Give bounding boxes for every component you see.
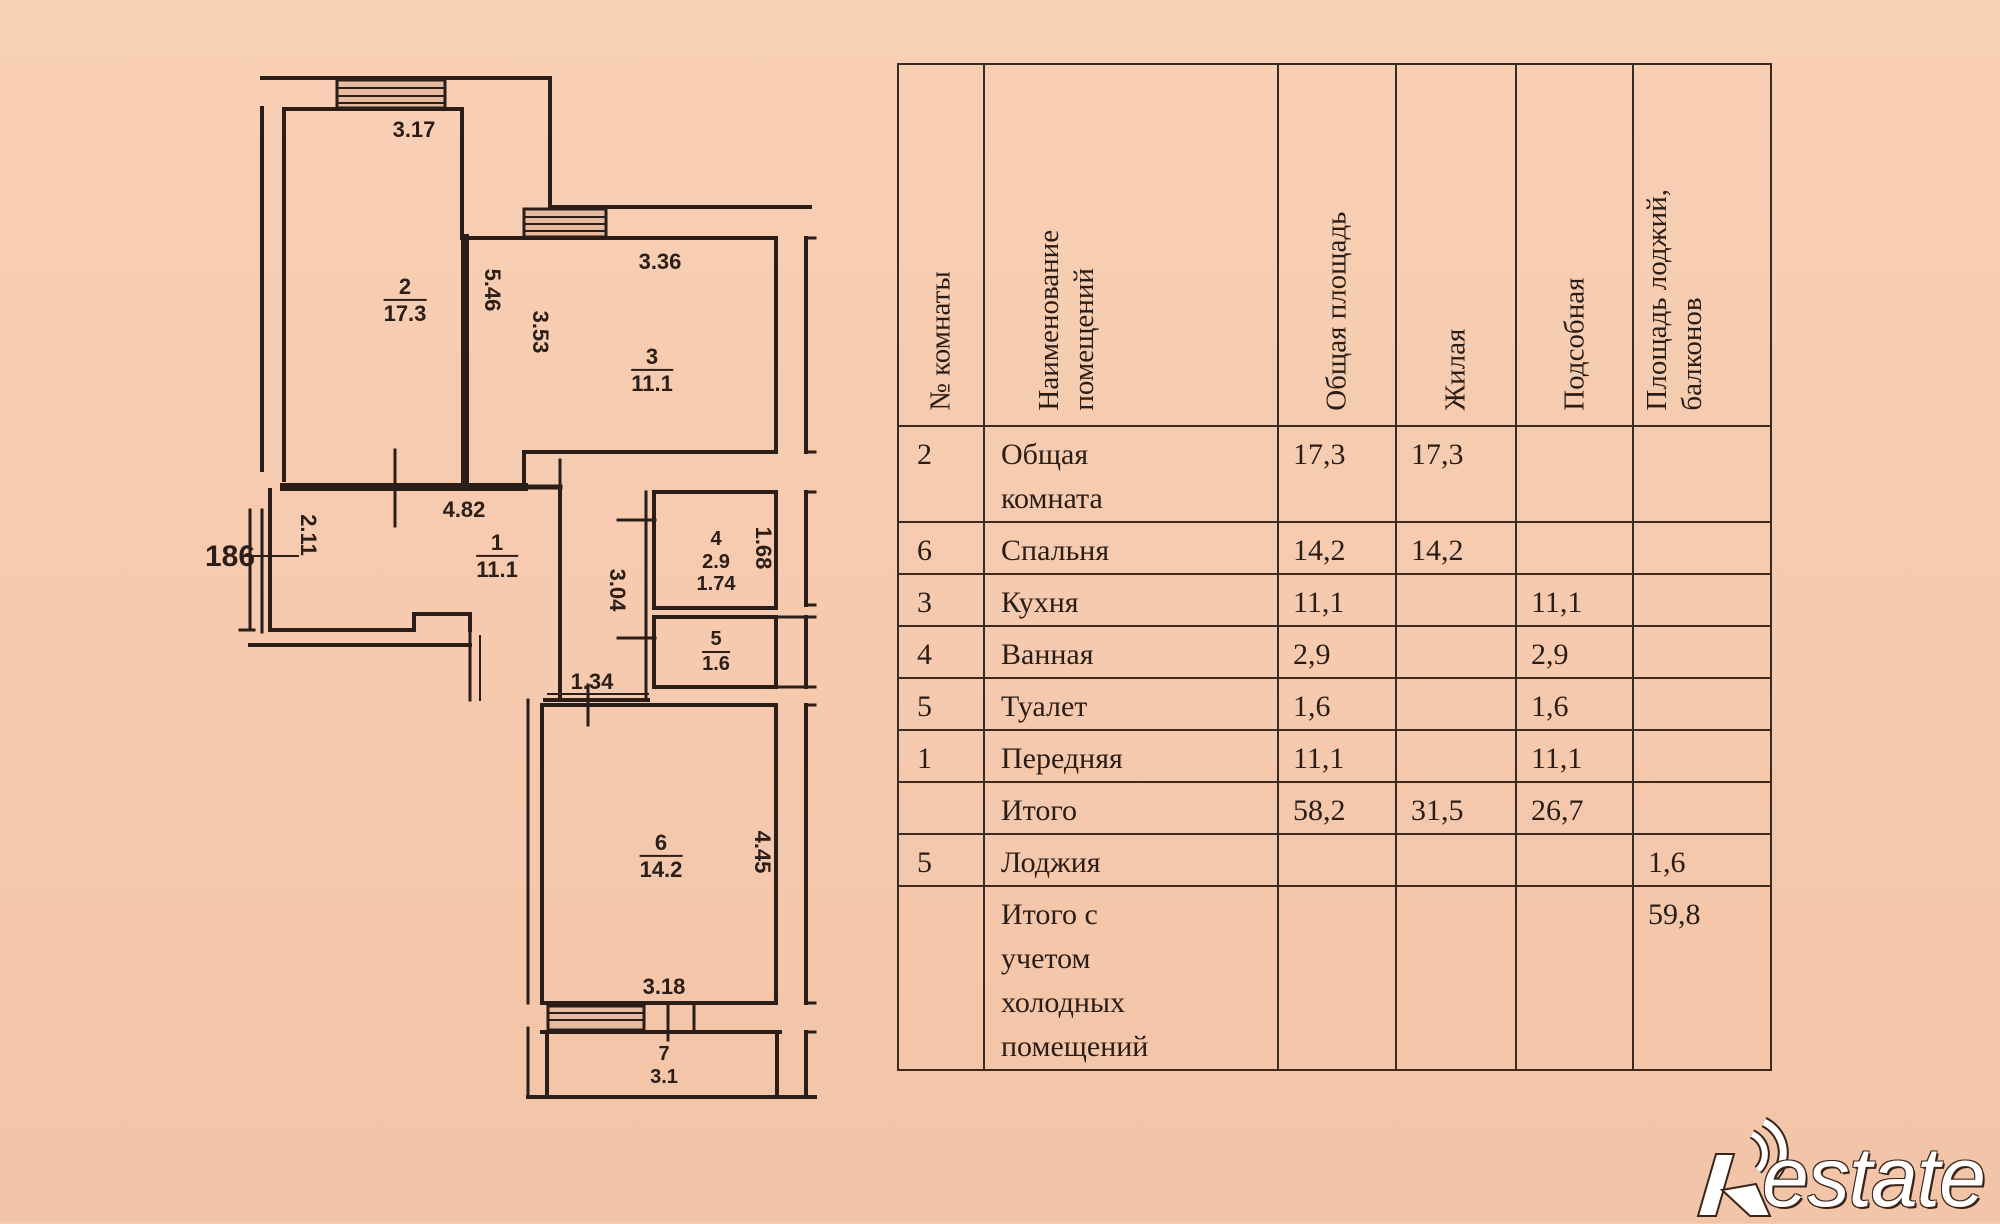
table-row: 4 Ванная 2,9 2,9	[897, 625, 1772, 679]
dim-room2-width: 3.17	[392, 117, 436, 142]
table-row: 6 Спальня 14,2 14,2	[897, 521, 1772, 575]
dim-hall-width: 2.11	[296, 514, 321, 556]
table-header-row: № комнаты Наименование помещений Общая п…	[897, 63, 1772, 427]
room-label-2: 2 17.3	[383, 273, 427, 326]
room-schedule-table: № комнаты Наименование помещений Общая п…	[897, 63, 1772, 1071]
dim-room3-length: 3.53	[528, 310, 553, 354]
dim-room6-width: 3.18	[642, 974, 686, 999]
restate-logo-text: estate	[1762, 1130, 1986, 1224]
room-label-3: 3 11.1	[631, 343, 673, 396]
header-room-number: № комнаты	[897, 63, 985, 427]
header-room-name: Наименование помещений	[983, 63, 1279, 427]
room-label-1: 1 11.1	[476, 529, 518, 582]
restate-logo-r-icon	[1696, 1117, 1789, 1217]
room-label-6: 6 14.2	[639, 829, 683, 882]
floor-plan-walls	[238, 76, 817, 1099]
table-row-loggia: 5 Лоджия 1,6	[897, 833, 1772, 887]
header-loggia-area: Площадь лоджий, балконов	[1632, 63, 1772, 427]
restate-logo: estate	[1694, 1104, 1994, 1219]
dim-room3-width: 3.36	[638, 249, 682, 274]
dim-hall-length: 4.82	[442, 497, 486, 522]
table-row-total: Итого 58,2 31,5 26,7	[897, 781, 1772, 835]
floor-plan: 3.17 5.46 3.36 3.53 4.82 2.11 3.04 186 1…	[0, 0, 850, 1223]
table-row-grand-total: Итого с учетом холодных помещений 59,8	[897, 885, 1772, 1071]
table-row: 5 Туалет 1,6 1,6	[897, 677, 1772, 731]
room-label-7: 7 3.1	[650, 1043, 678, 1088]
dim-hall-depth: 3.04	[605, 568, 630, 612]
table-row: 1 Передняя 11,1 11,1	[897, 729, 1772, 783]
room-label-4: 4 2.9 1.74	[696, 528, 736, 595]
header-total-area: Общая площадь	[1277, 63, 1397, 427]
dim-room2-length: 5.46	[480, 268, 505, 312]
dim-room6-length: 4.45	[750, 830, 775, 874]
header-living-area: Жилая	[1395, 63, 1517, 427]
dim-corridor-width: 1.34	[570, 669, 614, 694]
room-label-5: 5 1.6	[702, 628, 730, 675]
dim-entry-width: 186	[204, 540, 256, 573]
header-utility-area: Подсобная	[1515, 63, 1634, 427]
dim-bath-length: 1.68	[751, 526, 776, 570]
table-row: 2 Общая комната 17,3 17,3	[897, 425, 1772, 523]
table-row: 3 Кухня 11,1 11,1	[897, 573, 1772, 627]
